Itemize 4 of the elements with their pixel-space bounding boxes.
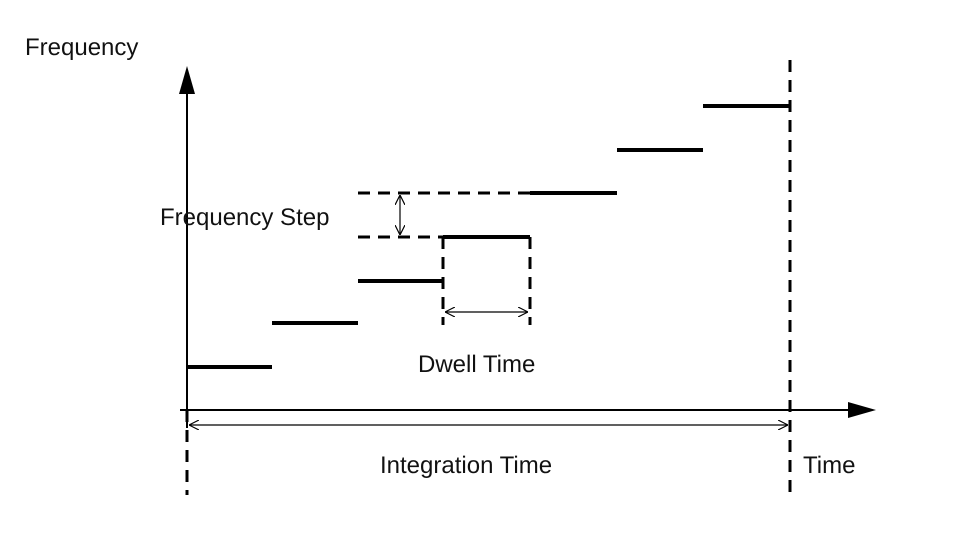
axis-title: Time <box>803 452 856 480</box>
dimension-label: Dwell Time <box>418 351 536 379</box>
dimension-label: Integration Time <box>380 452 552 480</box>
axis-title: Frequency <box>25 34 138 62</box>
